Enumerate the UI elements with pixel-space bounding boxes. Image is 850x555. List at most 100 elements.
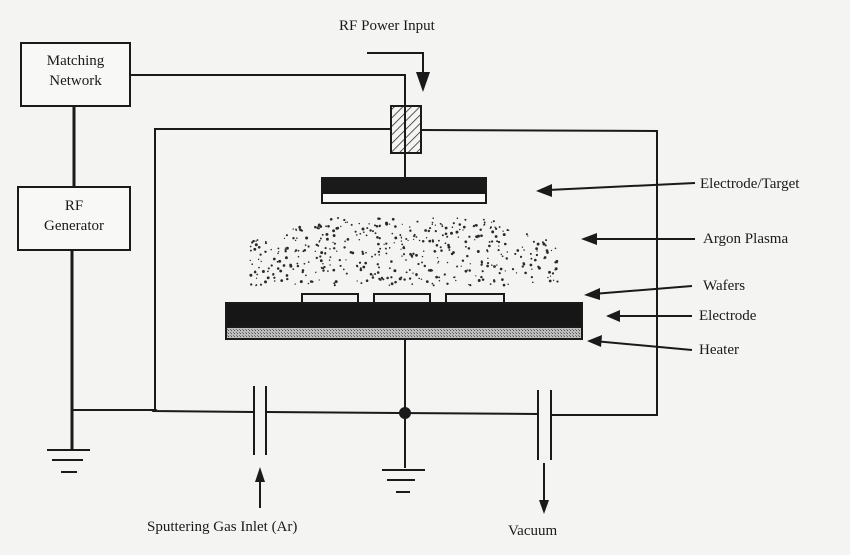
plasma-dot [483,221,486,224]
plasma-dot [378,253,381,256]
plasma-dot [519,255,523,259]
plasma-dot [548,279,552,283]
plasma-dot [532,240,535,243]
plasma-dot [322,269,325,272]
plasma-dot [546,251,549,254]
plasma-dot [468,235,471,238]
plasma-dot [305,274,307,277]
plasma-dot [362,231,365,234]
plasma-dot [292,228,294,230]
rf-generator-box [17,186,131,251]
plasma-dot [494,235,498,238]
plasma-dot [260,260,262,263]
plasma-dot [547,276,549,279]
plasma-dot [408,226,411,228]
plasma-dot [270,248,272,251]
plasma-dot [450,231,453,235]
plasma-dot [334,280,338,284]
plasma-dot [377,250,381,254]
plasma-dot [541,241,544,244]
plasma-dot [515,272,518,274]
plasma-dot [527,235,529,237]
wafer-2 [373,293,431,304]
plasma-dot [409,252,412,256]
plasma-dot [285,246,289,250]
plasma-dot [318,279,320,281]
plasma-dot [376,271,380,274]
plasma-dot [441,224,443,226]
plasma-dot [524,271,527,275]
plasma-dot [358,222,361,225]
plasma-dot [358,261,362,264]
plasma-dot [533,258,537,262]
plasma-dot [408,268,411,271]
wafer-1 [301,293,359,304]
plasma-dot [280,279,284,282]
plasma-dot [402,253,406,256]
plasma-dot [345,259,347,261]
plasma-dot [464,218,467,221]
plasma-dot [450,252,454,256]
plasma-dot [359,268,363,272]
ground-wire-bottom [72,409,254,413]
plasma-dot [412,272,414,274]
plasma-dot [318,241,320,243]
plasma-dot [466,254,469,258]
plasma-dot [447,243,450,247]
plasma-dot [403,247,406,250]
plasma-dot [378,266,380,269]
plasma-dot [486,264,489,268]
plasma-dot [255,240,257,242]
plasma-dot [305,236,309,240]
plasma-dot [372,230,374,233]
plasma-dot [323,265,326,269]
plasma-dot [497,240,501,244]
plasma-dot [444,232,448,236]
plasma-dot [431,269,434,272]
wire-mn-feed [130,74,406,178]
plasma-dot [529,252,532,255]
plasma-dot [405,237,408,241]
plasma-dot [431,221,434,224]
plasma-dot [499,267,503,271]
plasma-dot [480,263,483,266]
plasma-dot [329,256,332,258]
matching-network-box [20,42,131,107]
plasma-dot [439,246,442,249]
plasma-dot [376,236,379,239]
plasma-dot [259,253,262,256]
plasma-dot [261,270,265,273]
plasma-dot [493,280,496,283]
chamber-wall-right [420,129,658,416]
plasma-dot [283,237,286,240]
plasma-dot [365,251,367,254]
plasma-dot [317,244,320,247]
plasma-dot [411,256,413,259]
plasma-dot [416,220,419,223]
plasma-dot [329,264,331,266]
plasma-dot [425,237,428,239]
plasma-dot [554,247,557,250]
plasma-dot [417,262,420,266]
plasma-dot [393,269,397,273]
plasma-dot [253,270,257,274]
plasma-dot [483,224,485,226]
leader-electrode-target [547,182,696,191]
plasma-dot [552,279,555,282]
plasma-dot [489,283,492,285]
plasma-dot [377,242,380,246]
plasma-dot [516,249,520,252]
plasma-dot [336,250,338,252]
plasma-dot [361,227,365,231]
plasma-dot [333,242,336,245]
plasma-dot [333,284,336,287]
plasma-dot [346,238,350,241]
plasma-dot [415,236,418,238]
plasma-dot [354,230,357,233]
plasma-dot [447,245,451,249]
plasma-dot [438,280,441,282]
plasma-dot [340,225,342,228]
plasma-dot [259,283,263,286]
plasma-dot [550,249,553,252]
plasma-dot [501,255,504,258]
